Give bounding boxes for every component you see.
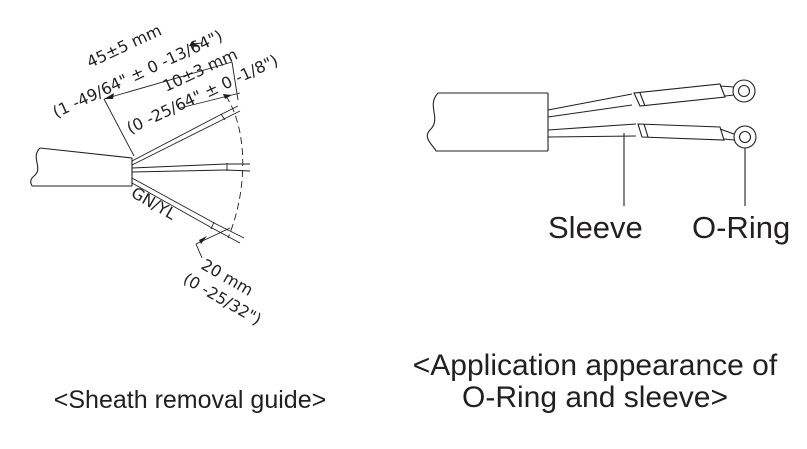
lower-wire	[547, 123, 757, 149]
oring-label: O-Ring	[692, 210, 790, 245]
cable-sheath	[30, 147, 133, 187]
upper-wire	[547, 79, 756, 118]
sheath-removal-caption: <Sheath removal guide>	[53, 386, 327, 414]
sleeve-label: Sleeve	[548, 210, 643, 245]
application-appearance-caption: <Application appearance of O-Ring and sl…	[383, 349, 807, 415]
cable	[426, 92, 549, 152]
caption-line-2: O-Ring and sleeve>	[462, 381, 728, 415]
sheath-removal-diagram: 45±5 mm (1 -49/64" ± 0 -13/64") 10±3 mm …	[30, 21, 281, 329]
strip-arc	[225, 95, 244, 239]
ground-wire-label: GN/YL	[128, 183, 180, 224]
oring-sleeve-diagram: Sleeve O-Ring	[426, 79, 790, 245]
caption-line-1: <Application appearance of	[412, 349, 778, 382]
conductor-wires	[131, 105, 251, 244]
dimension-lines	[103, 41, 241, 259]
